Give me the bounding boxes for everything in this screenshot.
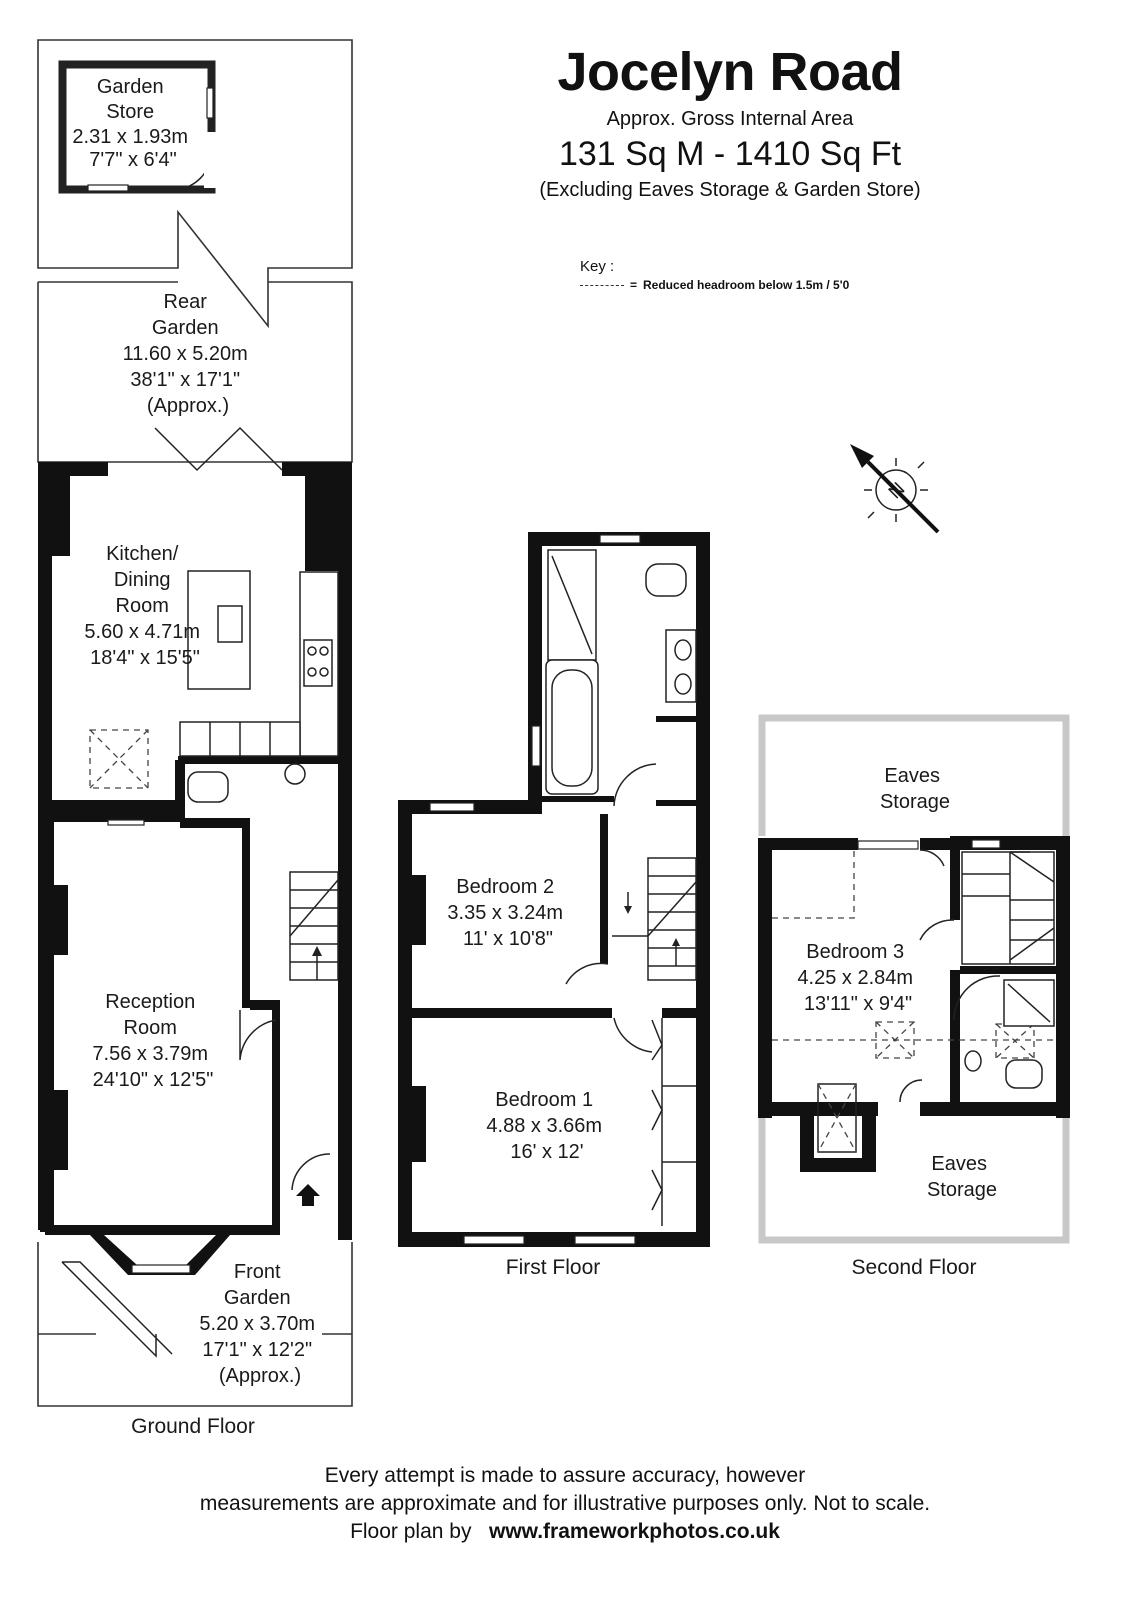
- disclaimer-line-2: measurements are approximate and for ill…: [199, 1492, 931, 1515]
- bedroom-3-label: Bedroom 3 4.25 x 2.84m 13'11" x 9'4": [797, 941, 918, 1015]
- first-floor-plan: [398, 532, 710, 1247]
- ground-floor-caption: Ground Floor: [131, 1415, 255, 1438]
- first-floor-caption: First Floor: [506, 1256, 601, 1279]
- eaves-boundary: [758, 714, 1070, 836]
- dashed-line-swatch: [580, 284, 624, 286]
- wc-toilet: [187, 771, 229, 803]
- area-label: Approx. Gross Internal Area: [606, 108, 854, 130]
- second-floor-caption: Second Floor: [852, 1256, 977, 1279]
- disclaimer-line-1: Every attempt is made to assure accuracy…: [324, 1464, 806, 1487]
- bedroom-2-label: Bedroom 2 3.35 x 3.24m 11' x 10'8": [447, 876, 568, 950]
- ground-floor-stairs: [289, 871, 339, 981]
- credit-prefix: Floor plan by: [350, 1520, 472, 1543]
- basin-unit: [665, 629, 697, 703]
- garden-store-plot-boundary: [37, 39, 353, 329]
- front-garden-label: Front Garden 5.20 x 3.70m 17'1" x 12'2" …: [199, 1261, 320, 1387]
- reception-room-label: Reception Room 7.56 x 3.79m 24'10" x 12'…: [92, 991, 213, 1091]
- credit-line: Floor plan by www.frameworkphotos.co.uk: [0, 1518, 1130, 1546]
- second-floor-plan: [758, 714, 1070, 1244]
- first-floor-stairs: [612, 857, 697, 981]
- eaves-storage-top-label: Eaves Storage: [880, 765, 950, 813]
- compass-icon: N: [850, 444, 940, 534]
- key-item-text: Reduced headroom below 1.5m / 5'0: [643, 278, 850, 292]
- en-suite-toilet: [1005, 1059, 1043, 1089]
- bathtub: [545, 659, 599, 795]
- title-block: Jocelyn Road Approx. Gross Internal Area…: [480, 40, 980, 204]
- rear-garden-label: Rear Garden 11.60 x 5.20m 38'1" x 17'1" …: [123, 291, 254, 417]
- property-title: Jocelyn Road: [557, 42, 903, 102]
- disclaimer-footer: Every attempt is made to assure accuracy…: [0, 1462, 1130, 1546]
- garden-store-label: Garden Store 2.31 x 1.93m 7'7" x 6'4": [72, 76, 193, 171]
- bifold-doors: [154, 426, 283, 472]
- bathroom-toilet: [645, 563, 687, 597]
- area-value: 131 Sq M - 1410 Sq Ft: [558, 135, 902, 173]
- ground-floor-plan: [37, 39, 353, 1407]
- entrance-arrow-icon: [296, 1184, 320, 1206]
- key-legend: Key : = Reduced headroom below 1.5m / 5'…: [580, 256, 849, 292]
- garden-store: [58, 60, 216, 194]
- second-floor-stairs: [961, 851, 1055, 965]
- eaves-storage-bottom-label: Eaves Storage: [927, 1153, 997, 1201]
- area-note: (Excluding Eaves Storage & Garden Store): [539, 179, 921, 201]
- key-equals: =: [630, 278, 638, 292]
- hob: [303, 639, 333, 687]
- bedroom-1-label: Bedroom 1 4.88 x 3.66m 16' x 12': [486, 1089, 607, 1163]
- key-row: = Reduced headroom below 1.5m / 5'0: [580, 278, 849, 292]
- kitchen-dining-label: Kitchen/ Dining Room 5.60 x 4.71m 18'4" …: [84, 543, 205, 669]
- key-title: Key :: [580, 258, 615, 275]
- credit-url: www.frameworkphotos.co.uk: [488, 1520, 780, 1543]
- rooflight-dashed: [89, 729, 149, 789]
